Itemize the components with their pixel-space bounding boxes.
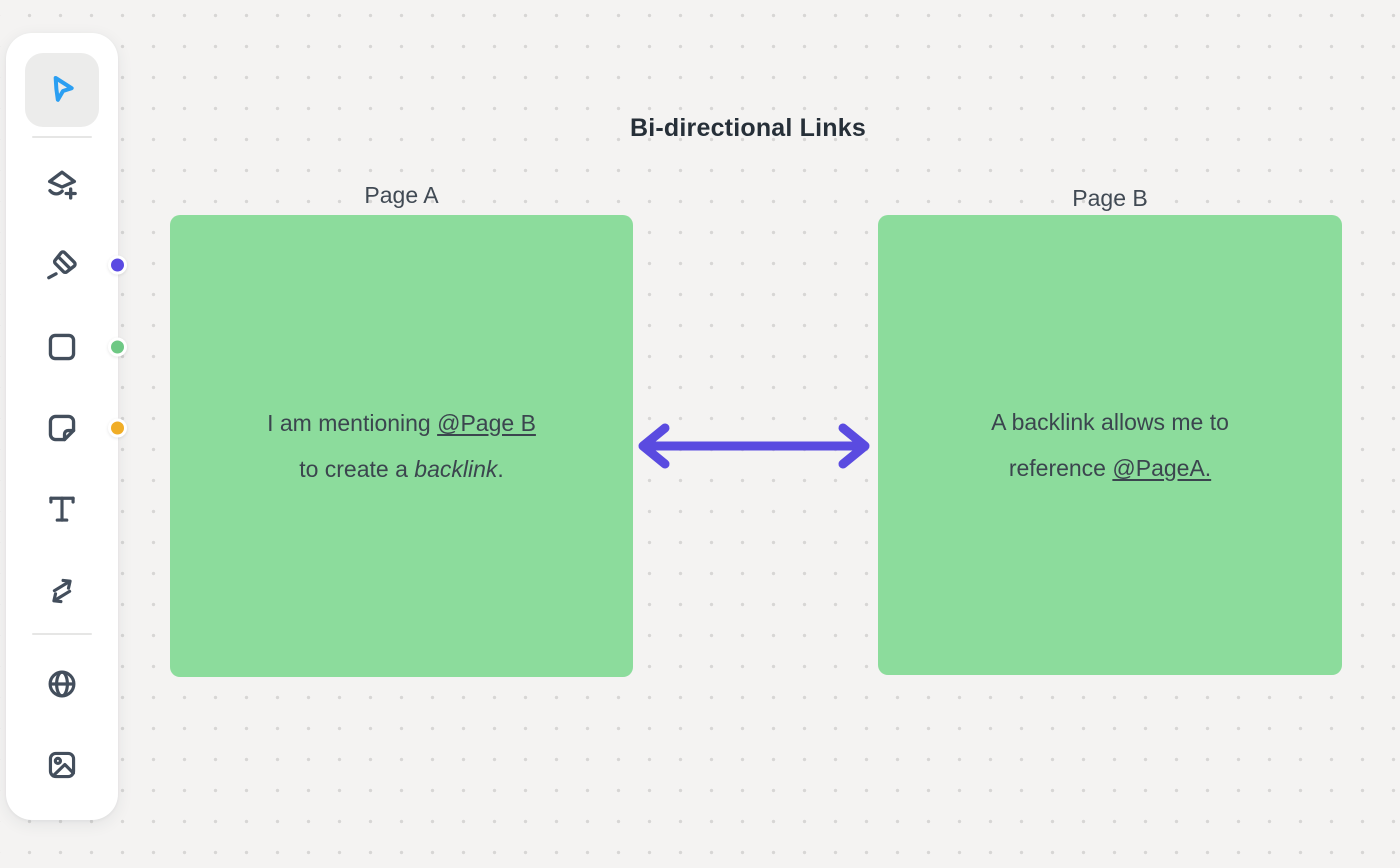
text-line: reference @PageA. xyxy=(1008,455,1212,481)
web-tool-button[interactable] xyxy=(38,660,86,708)
board-title[interactable]: Bi-directional Links xyxy=(630,114,866,142)
sticky-note-icon xyxy=(43,409,81,447)
text-line: A backlink allows me to xyxy=(991,409,1229,435)
connector-arrows-icon xyxy=(43,572,81,610)
shapes-plus-icon xyxy=(42,165,82,205)
sticky-note-color-badge xyxy=(108,418,127,438)
text-icon xyxy=(43,490,81,528)
highlighter-color-badge xyxy=(108,255,127,275)
page-a-mention-link[interactable]: @PageA. xyxy=(1112,455,1212,481)
page-b-note[interactable]: A backlink allows me to reference @PageA… xyxy=(878,215,1342,675)
page-b-text: A backlink allows me to reference @PageA… xyxy=(991,399,1229,491)
text-line: I am mentioning @Page B xyxy=(267,410,536,436)
toolbar-divider-bottom xyxy=(32,633,92,635)
cursor-icon xyxy=(42,70,82,110)
sticky-note-tool-button[interactable] xyxy=(38,404,86,452)
page-a-note[interactable]: I am mentioning @Page B to create a back… xyxy=(170,215,633,677)
image-icon xyxy=(43,746,81,784)
toolbar-divider-top xyxy=(32,136,92,138)
connector-tool-button[interactable] xyxy=(38,567,86,615)
globe-icon xyxy=(43,665,81,703)
highlighter-icon xyxy=(42,245,82,285)
page-a-text: I am mentioning @Page B to create a back… xyxy=(267,400,536,492)
text-line: to create a backlink. xyxy=(299,456,504,482)
text-tool-button[interactable] xyxy=(38,485,86,533)
shapes-add-tool-button[interactable] xyxy=(38,161,86,209)
rectangle-color-badge xyxy=(108,337,127,357)
select-tool-button[interactable] xyxy=(25,53,99,127)
highlighter-tool-button[interactable] xyxy=(38,241,86,289)
image-tool-button[interactable] xyxy=(38,741,86,789)
rectangle-icon xyxy=(43,328,81,366)
toolbar xyxy=(6,33,127,820)
page-b-mention-link[interactable]: @Page B xyxy=(437,410,536,436)
rectangle-tool-button[interactable] xyxy=(38,323,86,371)
page-b-label[interactable]: Page B xyxy=(1072,185,1148,211)
bidirectional-arrow[interactable] xyxy=(630,419,878,473)
page-a-label[interactable]: Page A xyxy=(364,182,439,208)
